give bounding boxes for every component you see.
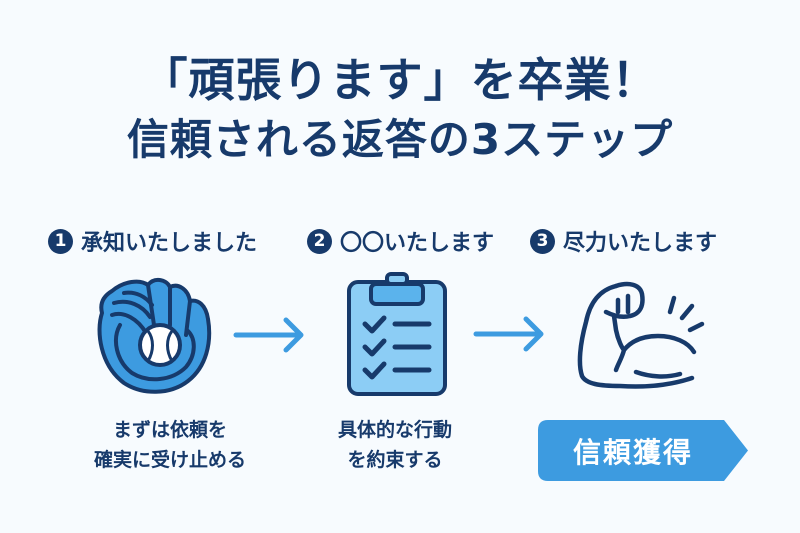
step-3-label: 尽力いたします [563, 231, 718, 256]
step-2-description: 具体的な行動 を約束する [300, 415, 490, 475]
title-line-1: 「頑張ります」を卒業！ [141, 53, 659, 107]
step-2-header: 2 〇〇いたします [307, 226, 494, 256]
step-3-number-badge: 3 [530, 228, 555, 254]
right-arrow-icon [232, 316, 306, 358]
checklist-clipboard-icon [345, 270, 449, 402]
step-2-description-line-1: 具体的な行動 [337, 419, 452, 441]
arrow-tag-shape [538, 420, 748, 481]
step-2-number-badge: 2 [307, 228, 332, 254]
step-2-label: 〇〇いたします [340, 231, 495, 256]
step-1-description-line-1: まずは依頼を [112, 419, 227, 441]
flexed-arm-icon [570, 278, 720, 398]
step-3-header: 3 尽力いたします [530, 226, 717, 256]
step-2-description-line-2: を約束する [347, 449, 443, 471]
trust-gained-label: 信頼獲得 [572, 435, 693, 469]
step-1-label: 承知いたしました [81, 231, 258, 256]
trust-gained-badge: 信頼獲得 [538, 420, 750, 481]
step-1-number-badge: 1 [48, 228, 73, 254]
step-1-description-line-2: 確実に受け止める [93, 449, 246, 471]
right-arrow-icon [472, 315, 546, 357]
step-1-header: 1 承知いたしました [48, 226, 257, 256]
step-1-description: まずは依頼を 確実に受け止める [60, 415, 280, 475]
baseball-glove-icon [90, 273, 214, 401]
title-line-2: 信頼される返答の3ステップ [126, 115, 674, 164]
